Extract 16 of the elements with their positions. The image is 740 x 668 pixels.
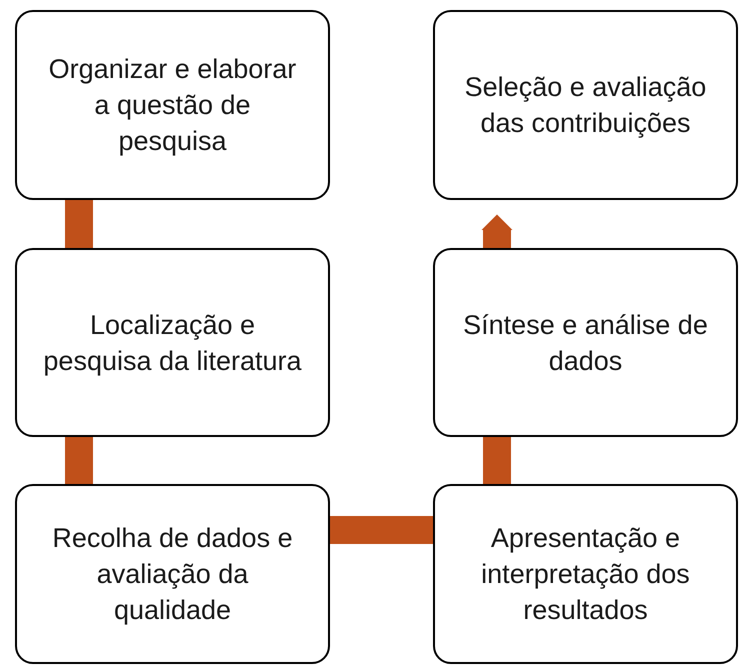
process-box <box>433 10 738 200</box>
process-box <box>15 248 330 437</box>
connector-bar <box>483 437 511 484</box>
process-box <box>15 10 330 200</box>
step-text: Localização e pesquisa da literatura <box>42 308 303 378</box>
step-text: Apresentação e interpretação dos resultados <box>480 522 691 627</box>
step-text: Síntese e análise de dados <box>462 308 709 378</box>
connector-bar <box>65 200 93 248</box>
connector-bar <box>65 437 93 484</box>
step-text: Organizar e elaborar a questão de pesquisa <box>48 53 298 158</box>
process-box <box>433 248 738 437</box>
process-box <box>433 484 738 664</box>
process-box <box>15 484 330 664</box>
connector-bar <box>330 516 433 544</box>
step-text: Recolha de dados e avaliação da qualidade <box>51 522 294 627</box>
step-text: Seleção e avaliação das contribuições <box>464 71 708 140</box>
